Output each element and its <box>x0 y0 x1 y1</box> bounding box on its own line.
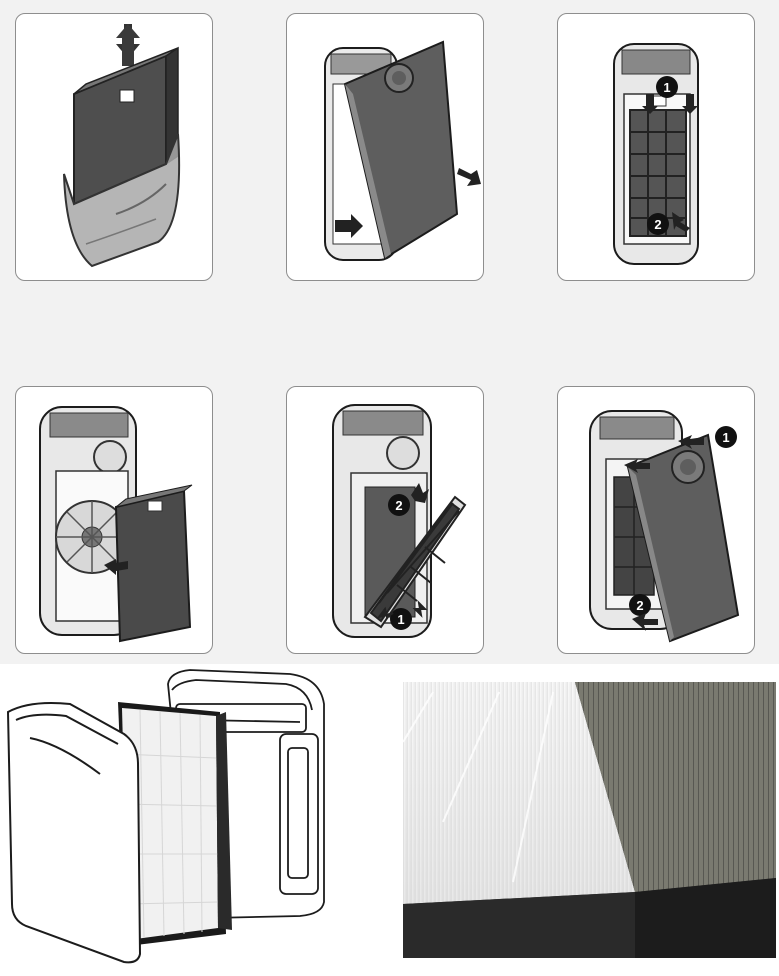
exploded-view <box>0 664 400 976</box>
remove-front-cover-icon <box>324 40 481 261</box>
white-pleated-media <box>403 682 635 904</box>
exploded-purifier-icon <box>6 669 325 964</box>
gray-pleated-media <box>575 682 776 892</box>
arrow-right-icon <box>457 168 481 186</box>
filter-frame-edge <box>403 892 635 958</box>
hepa-filter <box>118 702 232 946</box>
arrow-clip-icon <box>376 606 394 619</box>
step-badge-icon <box>629 594 651 616</box>
step-badge-icon <box>715 426 737 448</box>
insert-hepa-filter-icon <box>39 406 193 643</box>
svg-text:2: 2 <box>654 217 661 232</box>
arrow-clip-icon <box>632 613 658 631</box>
arrow-clip-icon <box>412 600 428 618</box>
reattach-cover-icon: 1 2 <box>589 410 740 643</box>
svg-text:2: 2 <box>395 498 402 513</box>
step-badge-icon <box>656 76 678 98</box>
filter-media-image <box>403 682 776 958</box>
arrow-clip-icon <box>624 459 650 473</box>
unclip-prefilter-icon: 1 2 <box>613 43 699 265</box>
front-cover <box>6 702 142 964</box>
arrow-push-icon <box>411 483 429 503</box>
step-panel-5: 2 1 <box>286 386 484 654</box>
step-panel-2 <box>286 13 484 281</box>
lift-filter-out-icon <box>63 24 181 268</box>
arrow-down-icon <box>642 94 658 114</box>
arrow-latch-icon <box>335 214 363 238</box>
reattach-prefilter-icon: 2 1 <box>332 404 467 638</box>
step-badge-icon <box>647 213 669 235</box>
step-panel-4 <box>15 386 213 654</box>
svg-text:1: 1 <box>397 612 404 627</box>
svg-text:2: 2 <box>636 598 643 613</box>
filter-closeup-photo <box>403 682 776 958</box>
step-panel-1 <box>15 13 213 281</box>
step-panel-3: 1 2 <box>557 13 755 281</box>
arrow-insert-icon <box>104 559 128 575</box>
arrow-out-icon <box>672 212 690 232</box>
filter-bag <box>63 133 181 268</box>
arrow-down-icon <box>682 94 698 114</box>
step-badge-icon <box>388 494 410 516</box>
arrow-clip-icon <box>678 435 704 449</box>
step-badge-icon <box>390 608 412 630</box>
filter-tab <box>119 89 135 103</box>
svg-text:1: 1 <box>663 80 670 95</box>
up-arrow-icon <box>116 24 140 66</box>
svg-text:1: 1 <box>722 430 729 445</box>
step-panel-6: 1 2 <box>557 386 755 654</box>
prefilter-grid <box>363 495 467 629</box>
